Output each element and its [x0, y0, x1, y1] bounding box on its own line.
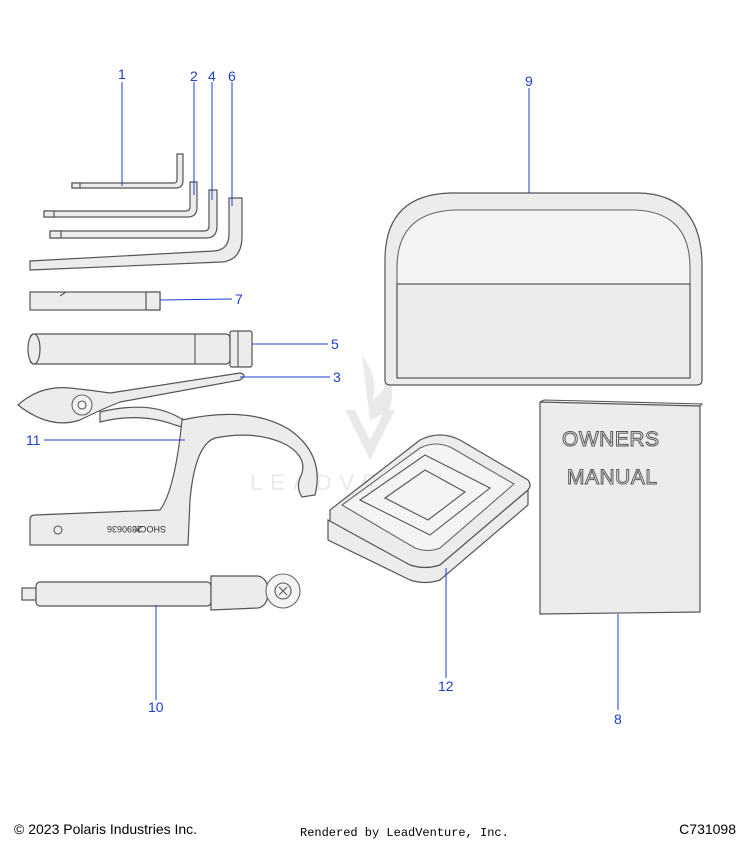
manual-title-line2: MANUAL — [567, 466, 658, 489]
callout-3: 3 — [333, 369, 341, 385]
copyright-text: © 2023 Polaris Industries Inc. — [14, 821, 198, 837]
rendered-by-text: Rendered by LeadVenture, Inc. — [300, 826, 509, 840]
callout-9: 9 — [525, 73, 533, 89]
hex-key-medium — [43, 181, 198, 218]
extension-bar — [29, 291, 161, 311]
callout-2: 2 — [190, 68, 198, 84]
callout-10: 10 — [148, 699, 164, 715]
leader-lines — [44, 82, 619, 710]
callouts: 1 2 4 6 7 5 3 11 10 9 8 12 — [26, 66, 622, 727]
callout-1: 1 — [118, 66, 126, 82]
hex-key-small — [71, 153, 184, 189]
socket-tube — [27, 330, 253, 368]
owners-manual: OWNERS MANUAL — [539, 399, 704, 615]
callout-4: 4 — [208, 68, 216, 84]
callout-8: 8 — [614, 711, 622, 727]
callout-7: 7 — [235, 291, 243, 307]
hex-key-xlarge — [29, 197, 243, 271]
organizer-case — [327, 434, 531, 584]
handle-tool — [21, 573, 301, 611]
callout-6: 6 — [228, 68, 236, 84]
tool-pouch — [384, 192, 703, 386]
callout-11: 11 — [26, 432, 41, 448]
wrench-stamp-number: 2890636 — [107, 524, 142, 534]
spanner-wrench: 2890636 SHOCK — [29, 413, 318, 546]
pliers — [17, 372, 245, 432]
wrench-stamp-label: SHOCK — [134, 524, 166, 534]
callout-12: 12 — [438, 678, 454, 694]
hex-key-large — [49, 189, 218, 239]
manual-title-line1: OWNERS — [562, 428, 660, 451]
callout-5: 5 — [331, 336, 339, 352]
diagram-id: C731098 — [679, 821, 736, 837]
